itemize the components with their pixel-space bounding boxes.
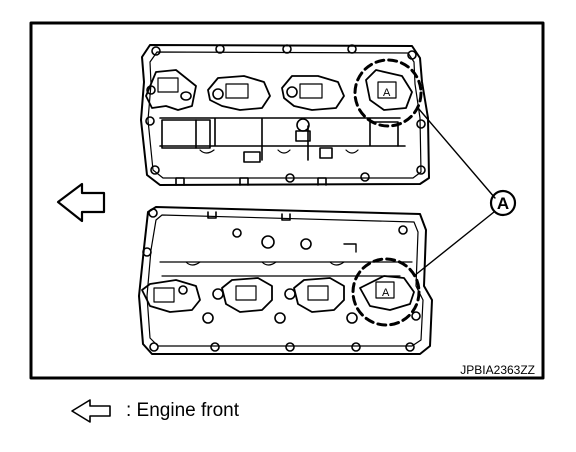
ignition-coil — [141, 279, 201, 313]
legend-text: : Engine front — [126, 400, 240, 421]
engine-front-arrow-icon — [56, 182, 106, 223]
highlight-circle-lower — [351, 257, 421, 327]
legend: : Engine front — [70, 396, 239, 426]
hollow-arrow-left-icon — [71, 399, 111, 423]
diagram-frame — [29, 21, 545, 380]
callout-a-circle — [489, 189, 517, 217]
upper-rocker-cover: A — [140, 44, 430, 186]
ignition-coil — [284, 277, 345, 313]
highlight-circle-upper — [353, 58, 423, 128]
ignition-coil: A — [365, 69, 413, 111]
bolt-hole — [145, 44, 426, 183]
ignition-coil — [281, 75, 345, 111]
callout-a-label: A — [497, 194, 509, 213]
coil-letter: A — [382, 287, 390, 299]
coil-letter: A — [383, 87, 391, 99]
ignition-coil — [145, 69, 197, 111]
ignition-coil: A — [359, 275, 415, 311]
leader-line — [417, 107, 496, 199]
leader-line — [413, 211, 495, 277]
figure-reference-code: JPBIA2363ZZ — [460, 363, 535, 377]
ignition-coil — [207, 75, 271, 111]
bolt-hole — [142, 208, 421, 352]
lower-rocker-cover: A — [138, 206, 433, 355]
ignition-coil — [212, 277, 273, 313]
